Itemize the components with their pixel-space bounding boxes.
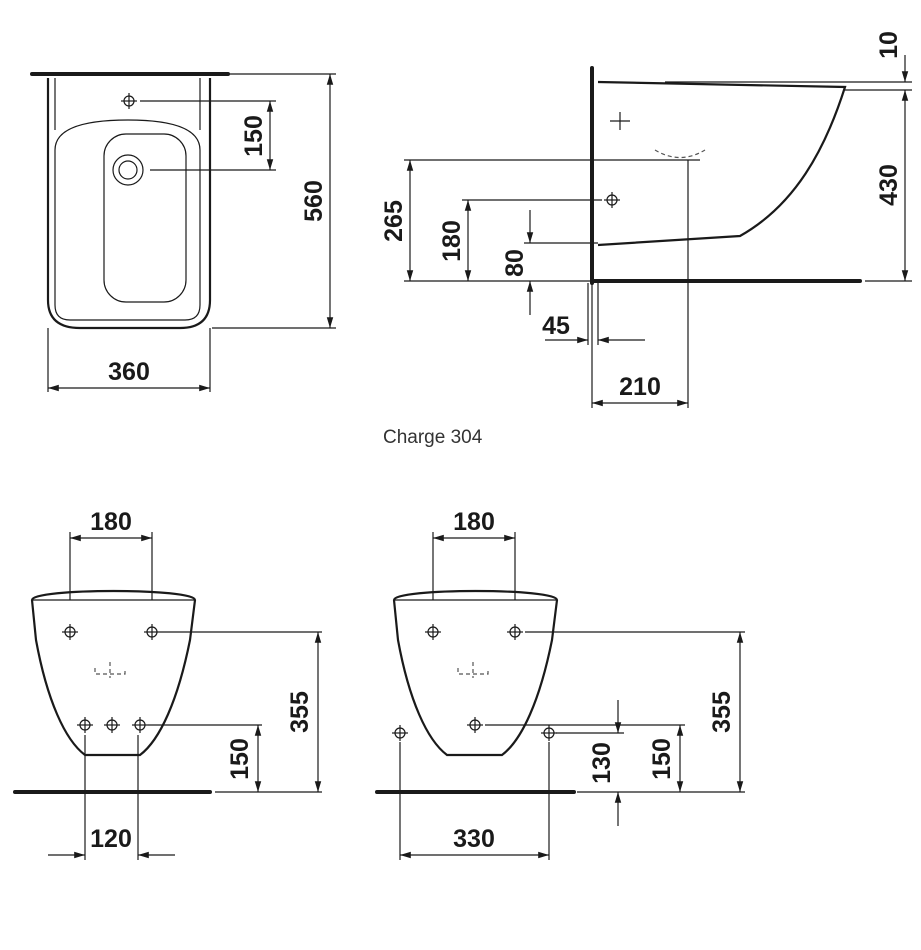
side-view: 10 430 265 180 80 45 210 xyxy=(380,31,912,408)
dim-80: 80 xyxy=(501,249,529,277)
dim-355-right: 355 xyxy=(708,691,736,733)
front-view-right: 180 355 150 130 330 xyxy=(375,508,745,860)
dim-150: 150 xyxy=(240,115,268,157)
dim-430: 430 xyxy=(875,164,903,206)
dim-150-left: 150 xyxy=(226,738,254,780)
dim-45: 45 xyxy=(542,312,570,340)
dim-180: 180 xyxy=(438,220,466,262)
dim-10: 10 xyxy=(875,31,903,59)
dim-130: 130 xyxy=(588,742,616,784)
dim-265: 265 xyxy=(380,200,408,242)
top-view: 150 560 360 xyxy=(30,72,336,392)
dim-355-left: 355 xyxy=(286,691,314,733)
dim-360: 360 xyxy=(108,358,150,386)
dim-180-right: 180 xyxy=(453,508,495,536)
dim-560: 560 xyxy=(300,180,328,222)
dim-150-right: 150 xyxy=(648,738,676,780)
caption: Charge 304 xyxy=(383,427,483,448)
dim-330: 330 xyxy=(453,825,495,853)
dim-120: 120 xyxy=(90,825,132,853)
dim-180-left: 180 xyxy=(90,508,132,536)
front-view-left: 180 355 150 120 xyxy=(13,508,322,860)
dim-210: 210 xyxy=(619,373,661,401)
